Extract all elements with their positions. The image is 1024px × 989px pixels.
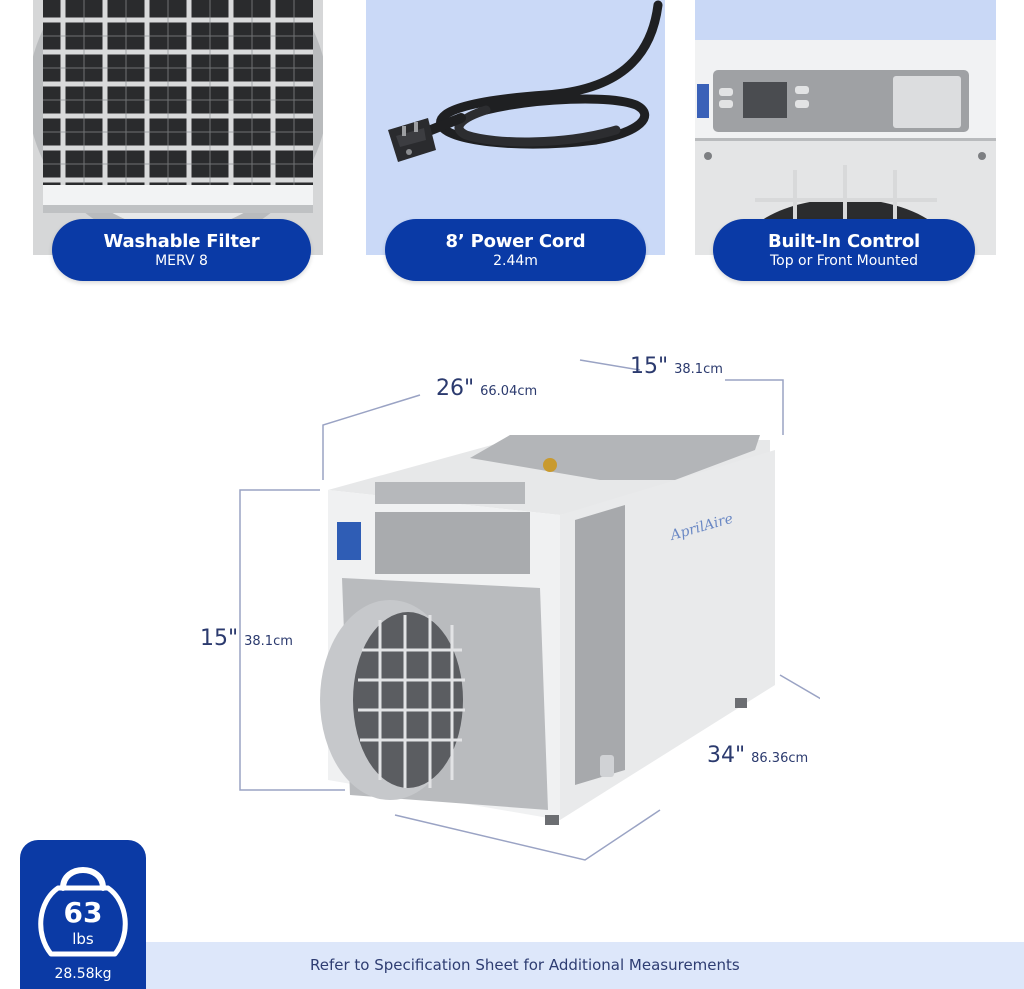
feature-title: Built-In Control	[768, 231, 920, 252]
dimension-depth-inches: 34"	[707, 743, 746, 768]
dimension-length: 26" 66.04cm	[436, 376, 537, 401]
dimension-width-metric: 38.1cm	[674, 362, 723, 377]
feature-card-cord	[366, 0, 665, 255]
feature-subtitle: MERV 8	[155, 253, 208, 269]
feature-title: Washable Filter	[103, 231, 260, 252]
feature-title: 8’ Power Cord	[445, 231, 586, 252]
kettlebell-icon	[38, 867, 128, 957]
weight-unit: lbs	[72, 930, 94, 948]
footer-band: Refer to Specification Sheet for Additio…	[146, 942, 1024, 989]
dimension-depth-metric: 86.36cm	[751, 751, 809, 766]
dimension-length-inches: 26"	[436, 376, 475, 401]
footer-note: Refer to Specification Sheet for Additio…	[310, 956, 740, 974]
dimension-height: 15" 38.1cm	[200, 626, 293, 651]
feature-pill-cord: 8’ Power Cord 2.44m	[385, 219, 646, 281]
weight-metric: 28.58kg	[54, 966, 112, 982]
filter-grille-icon	[33, 0, 323, 255]
weight-value: 63	[63, 896, 103, 929]
feature-subtitle: 2.44m	[493, 253, 538, 269]
dimension-height-inches: 15"	[200, 626, 239, 651]
control-panel-icon	[695, 40, 996, 255]
dimension-height-metric: 38.1cm	[244, 634, 293, 649]
feature-subtitle: Top or Front Mounted	[769, 253, 919, 269]
dimension-length-metric: 66.04cm	[480, 384, 538, 399]
feature-pill-control: Built-In Control Top or Front Mounted	[713, 219, 975, 281]
feature-pill-filter: Washable Filter MERV 8	[52, 219, 311, 281]
weight-badge: 63 lbs 28.58kg	[20, 840, 146, 989]
feature-card-control	[695, 0, 996, 255]
feature-card-filter	[33, 0, 323, 255]
dimension-depth: 34" 86.36cm	[707, 743, 808, 768]
power-cord-icon	[388, 0, 663, 162]
dimension-width: 15" 38.1cm	[630, 354, 723, 379]
dehumidifier-illustration: AprilAire	[239, 359, 820, 861]
dimension-width-inches: 15"	[630, 354, 669, 379]
